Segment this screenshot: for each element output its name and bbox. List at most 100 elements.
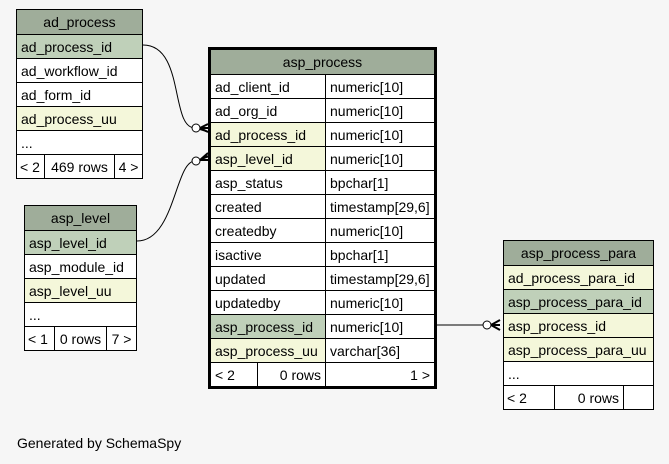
column-name: asp_process_id [211, 315, 325, 338]
ellipsis-row: ... [508, 366, 520, 382]
table-asp-process-para[interactable]: asp_process_para ad_process_para_id asp_… [503, 240, 654, 410]
table-header[interactable]: asp_process_para [504, 241, 653, 265]
column-row: ... [17, 130, 142, 154]
fk-line-ad-process [142, 44, 209, 133]
children-count[interactable]: 1 > [325, 363, 434, 386]
table-title: asp_level [50, 210, 111, 226]
table-header[interactable]: asp_process [211, 50, 434, 74]
column-name: asp_module_id [29, 259, 124, 275]
table-title: ad_process [43, 14, 116, 30]
row-count: 0 rows [257, 363, 325, 386]
column-name: asp_process_uu [211, 339, 325, 362]
fk-optional-marker-asp-level [191, 156, 201, 166]
column-name: ad_form_id [21, 87, 92, 103]
column-name: created [215, 199, 262, 215]
children-count[interactable]: 4 > [114, 155, 142, 178]
column-name: ad_process_uu [21, 111, 117, 127]
column-name: updated [215, 271, 266, 287]
column-name: asp_level_uu [29, 283, 112, 299]
table-header[interactable]: ad_process [17, 10, 142, 34]
column-name: asp_level_id [29, 235, 107, 251]
column-name: asp_process_para_id [508, 294, 642, 310]
parents-count[interactable]: < 2 [215, 367, 235, 383]
fk-line-asp-level [136, 156, 209, 242]
column-row[interactable]: asp_process_uu varchar[36] [211, 338, 434, 362]
column-name: ad_process_id [211, 123, 325, 146]
fk-optional-marker-asp-process [482, 320, 492, 330]
table-asp-process[interactable]: asp_process ad_client_id numeric[10] ad_… [208, 47, 437, 389]
column-type: numeric[10] [325, 219, 434, 242]
column-type: numeric[10] [325, 123, 434, 146]
column-row[interactable]: created timestamp[29,6] [211, 194, 434, 218]
column-row[interactable]: updatedby numeric[10] [211, 290, 434, 314]
column-row[interactable]: ad_process_id numeric[10] [211, 122, 434, 146]
column-type: numeric[10] [325, 315, 434, 338]
column-row[interactable]: ad_process_uu [17, 106, 142, 130]
table-footer: < 2 0 rows [504, 385, 653, 409]
column-name: ad_client_id [215, 79, 290, 95]
column-row[interactable]: isactive bpchar[1] [211, 242, 434, 266]
fk-crowsfoot-ad-process [199, 123, 209, 133]
column-row[interactable]: asp_level_id [25, 230, 136, 254]
children-count[interactable] [623, 386, 653, 409]
column-row[interactable]: ad_org_id numeric[10] [211, 98, 434, 122]
column-type: numeric[10] [325, 291, 434, 314]
column-type: numeric[10] [325, 147, 434, 170]
column-row[interactable]: asp_process_para_id [504, 289, 653, 313]
row-count: 0 rows [54, 327, 106, 350]
children-count[interactable]: 7 > [106, 327, 136, 350]
column-row[interactable]: ad_workflow_id [17, 58, 142, 82]
column-type: numeric[10] [325, 99, 434, 122]
column-name: ad_org_id [215, 103, 278, 119]
column-row[interactable]: ad_client_id numeric[10] [211, 74, 434, 98]
column-row: ... [25, 302, 136, 326]
parents-count[interactable]: < 2 [20, 159, 40, 175]
ellipsis-row: ... [29, 307, 41, 323]
table-footer: < 2 0 rows 1 > [211, 362, 434, 386]
column-row[interactable]: updated timestamp[29,6] [211, 266, 434, 290]
column-row[interactable]: asp_process_id numeric[10] [211, 314, 434, 338]
row-count: 0 rows [554, 386, 623, 409]
column-type: numeric[10] [325, 75, 434, 98]
column-row[interactable]: createdby numeric[10] [211, 218, 434, 242]
column-name: createdby [215, 223, 277, 239]
column-name: ad_process_para_id [508, 270, 635, 286]
column-row[interactable]: asp_level_id numeric[10] [211, 146, 434, 170]
table-header[interactable]: asp_level [25, 206, 136, 230]
column-name: asp_process_para_uu [508, 342, 647, 358]
fk-optional-marker-ad-process [191, 123, 201, 133]
table-title: asp_process_para [520, 245, 637, 261]
generated-by-caption: Generated by SchemaSpy [17, 435, 182, 451]
column-row[interactable]: asp_process_para_uu [504, 337, 653, 361]
column-name: asp_level_id [211, 147, 325, 170]
column-name: asp_status [215, 175, 283, 191]
column-name: isactive [215, 247, 262, 263]
column-row[interactable]: asp_module_id [25, 254, 136, 278]
table-footer: < 2 469 rows 4 > [17, 154, 142, 178]
parents-count[interactable]: < 2 [507, 390, 527, 406]
table-ad-process[interactable]: ad_process ad_process_id ad_workflow_id … [16, 9, 143, 179]
column-type: bpchar[1] [325, 171, 434, 194]
column-row[interactable]: asp_status bpchar[1] [211, 170, 434, 194]
column-name: updatedby [215, 295, 281, 311]
column-row[interactable]: ad_process_para_id [504, 265, 653, 289]
table-footer: < 1 0 rows 7 > [25, 326, 136, 350]
table-asp-level[interactable]: asp_level asp_level_id asp_module_id asp… [24, 205, 137, 351]
column-name: ad_process_id [21, 39, 113, 55]
column-row[interactable]: ad_form_id [17, 82, 142, 106]
column-type: timestamp[29,6] [325, 267, 434, 290]
column-row: ... [504, 361, 653, 385]
column-type: bpchar[1] [325, 243, 434, 266]
column-type: timestamp[29,6] [325, 195, 434, 218]
parents-count[interactable]: < 1 [28, 331, 48, 347]
column-row[interactable]: ad_process_id [17, 34, 142, 58]
column-name: asp_process_id [508, 318, 607, 334]
column-name: ad_workflow_id [21, 63, 118, 79]
column-row[interactable]: asp_process_id [504, 313, 653, 337]
fk-crowsfoot-asp-process [490, 319, 501, 331]
fk-crowsfoot-asp-level [199, 152, 209, 161]
column-type: varchar[36] [325, 339, 434, 362]
column-row[interactable]: asp_level_uu [25, 278, 136, 302]
row-count: 469 rows [44, 155, 114, 178]
